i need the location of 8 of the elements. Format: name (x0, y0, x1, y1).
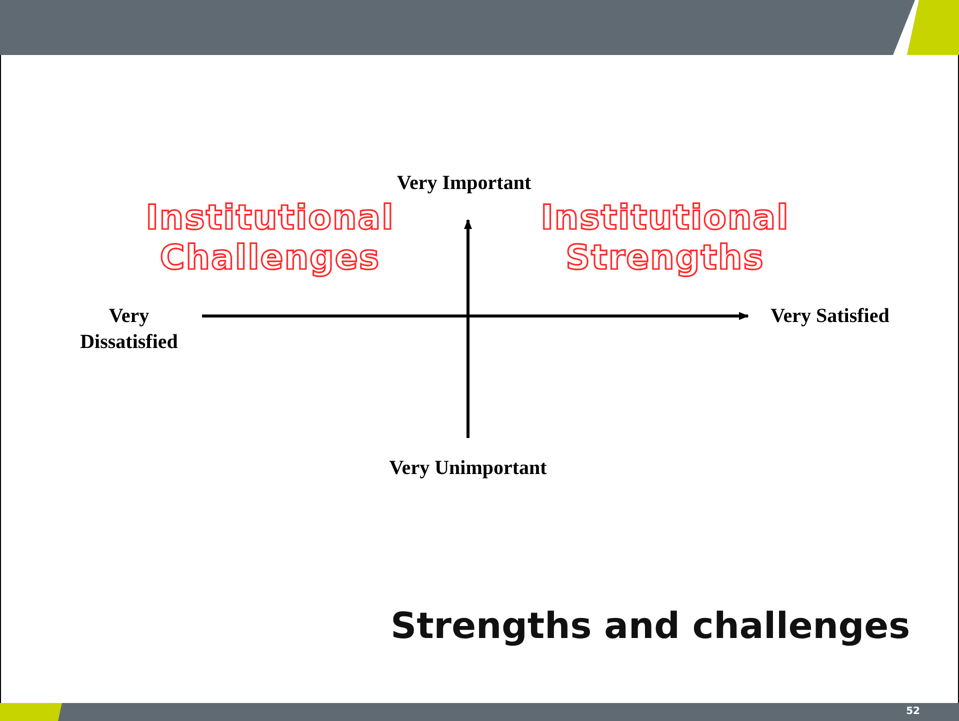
quadrant-label: Institutional Strengths (540, 198, 790, 278)
page-number: 52 (905, 706, 920, 718)
axis-label: Very Satisfied (770, 304, 890, 329)
axis-label: Very Unimportant (388, 456, 548, 481)
axis-label: Very Important (396, 171, 532, 196)
slide-title: Strengths and challenges (390, 605, 910, 649)
quadrant-label: Institutional Challenges (144, 198, 396, 278)
axis-label: Very Dissatisfied (79, 304, 179, 355)
